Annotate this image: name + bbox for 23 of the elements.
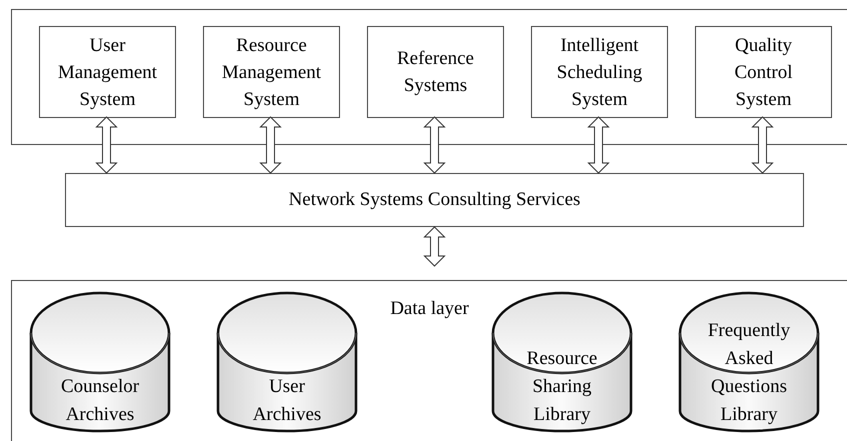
service-box: Network Systems Consulting Services bbox=[65, 173, 804, 227]
database-cylinder bbox=[29, 291, 171, 433]
system-box: Resource Management System bbox=[203, 26, 340, 118]
layer-panel bbox=[11, 9, 847, 145]
system-box: Reference Systems bbox=[367, 26, 504, 118]
double-arrow bbox=[751, 116, 774, 174]
database-cylinder bbox=[216, 291, 358, 433]
cylinder-label: Counselor Archives bbox=[60, 375, 140, 427]
double-arrow bbox=[423, 226, 446, 267]
system-box: Quality Control System bbox=[695, 26, 832, 118]
cylinder-label: Resource Sharing Library bbox=[526, 347, 598, 427]
cylinder-label: Frequently Asked Questions Library bbox=[708, 319, 790, 427]
double-arrow bbox=[259, 116, 282, 174]
cylinder-label: User Archives bbox=[252, 375, 322, 427]
system-box: User Management System bbox=[39, 26, 176, 118]
layer-panel bbox=[11, 280, 847, 441]
double-arrow bbox=[587, 116, 610, 174]
database-cylinder bbox=[678, 291, 820, 433]
double-arrow bbox=[95, 116, 118, 174]
database-cylinder bbox=[491, 291, 633, 433]
layer-title: Data layer bbox=[390, 297, 469, 321]
double-arrow bbox=[423, 116, 446, 174]
system-box: Intelligent Scheduling System bbox=[531, 26, 668, 118]
